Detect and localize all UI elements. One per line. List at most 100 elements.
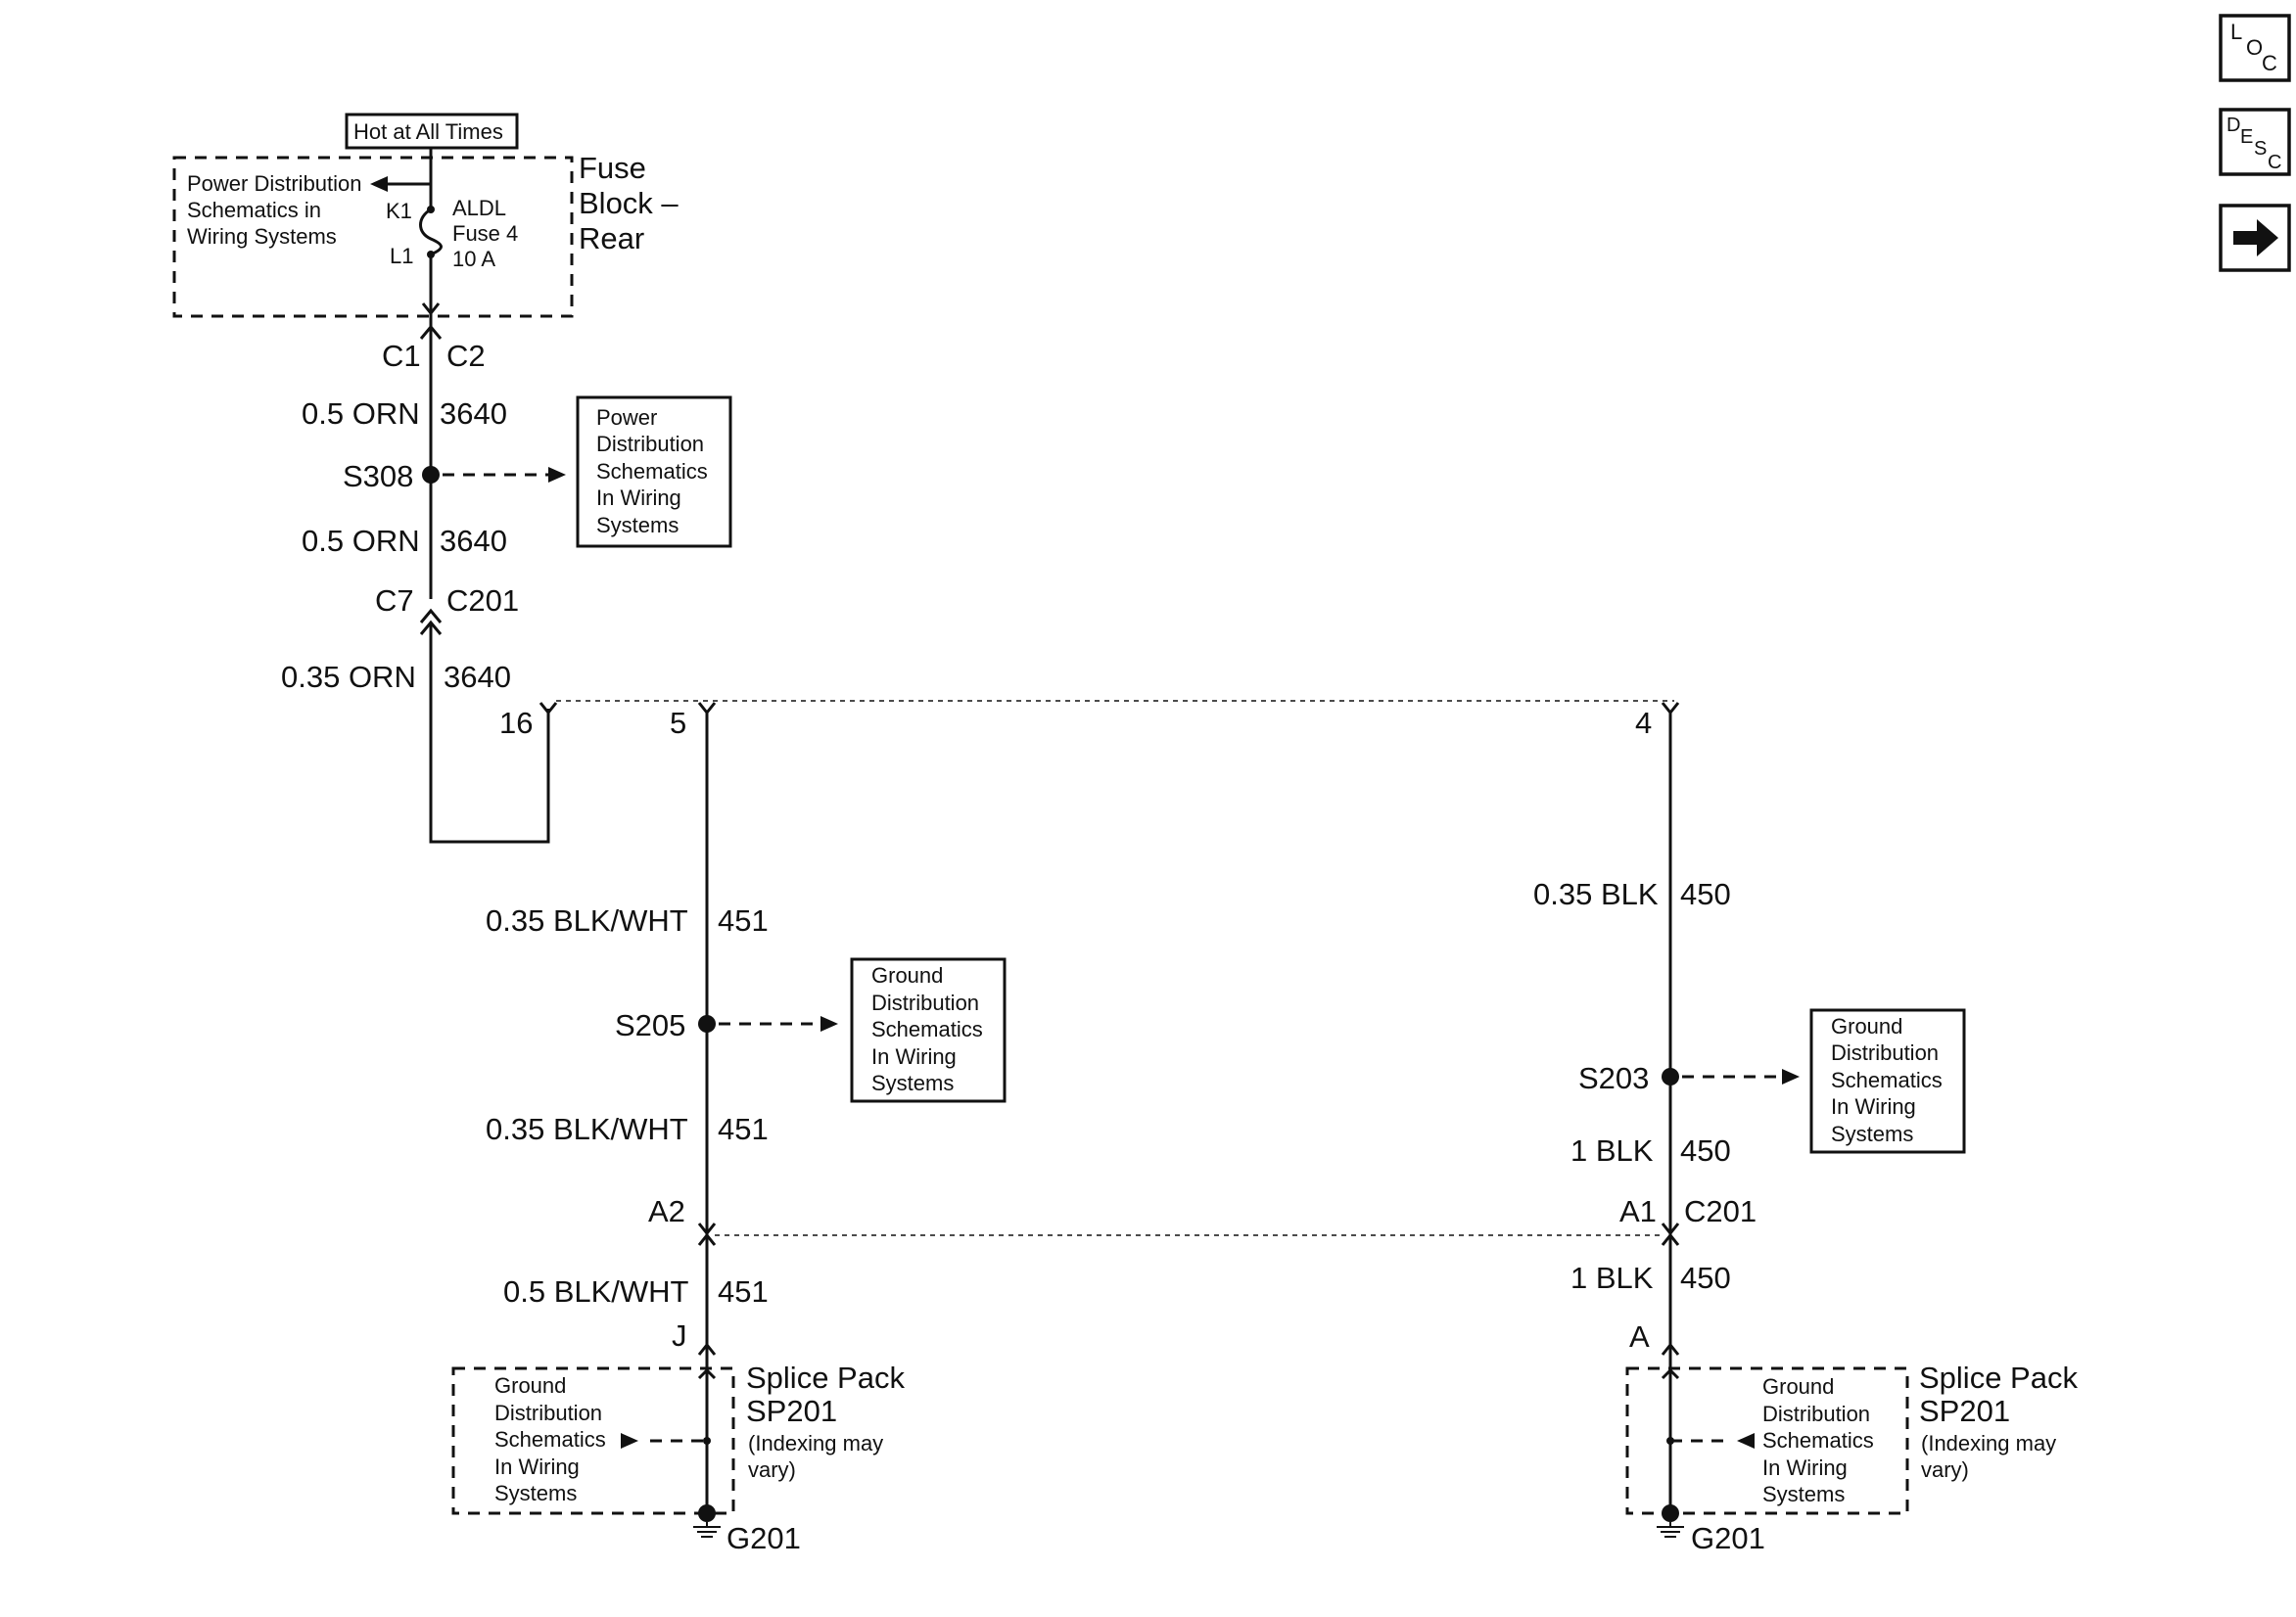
wire-w1-circuit: 3640	[440, 396, 507, 431]
desc-button-letter-c: C	[2268, 152, 2281, 173]
connector-a1-female-mark	[1661, 1232, 1680, 1246]
connector-c1-female-mark	[419, 324, 443, 340]
splice-pack-left-ref-line4: In Wiring	[494, 1455, 580, 1479]
power-ref-arrowhead	[370, 176, 388, 192]
splice-s308-dot	[422, 466, 440, 484]
pin5-label: 5	[670, 706, 686, 740]
splice-pack-right-title-line2: SP201	[1919, 1394, 2010, 1428]
wire-w8-circuit: 450	[1680, 1133, 1731, 1168]
ground-symbol-left-icon	[693, 1522, 721, 1538]
pin16-connector-mark	[539, 702, 558, 716]
ground-g201-left-label: G201	[726, 1521, 801, 1555]
connector-a2-female-mark	[697, 1232, 717, 1246]
arrow-right-icon	[2233, 219, 2278, 256]
ground-s205-ref-line2: Distribution	[871, 991, 979, 1015]
ground-s205-ref-line5: Systems	[871, 1071, 954, 1095]
pin4-connector-mark	[1661, 702, 1680, 716]
power-ref-line4: In Wiring	[596, 485, 681, 510]
desc-button-letter-e: E	[2240, 126, 2253, 148]
ground-s205-ref-line1: Ground	[871, 963, 943, 988]
splice-pack-right-note-line2: vary)	[1921, 1457, 1969, 1482]
splice-pack-left-arrow-up	[697, 1367, 717, 1380]
ground-g201-right-dot	[1662, 1504, 1679, 1522]
ground-g201-right-label: G201	[1691, 1521, 1765, 1555]
splice-pack-right-note-line1: (Indexing may	[1921, 1431, 2056, 1455]
fuse-block-ref-line3: Wiring Systems	[187, 224, 337, 249]
splice-s205-ref-arrowhead	[820, 1016, 838, 1032]
fuse-block-title-line3: Rear	[579, 221, 644, 255]
wire-w4-size: 0.35 BLK/WHT	[486, 903, 688, 938]
splice-pack-right-ref-line5: Systems	[1762, 1482, 1845, 1506]
connector-c1-male-mark	[421, 302, 441, 316]
wire-w4-circuit: 451	[718, 903, 769, 938]
wire-w3-size: 0.35 ORN	[281, 660, 416, 694]
loc-button[interactable]: L O C	[2219, 14, 2291, 82]
wire-w8-size: 1 BLK	[1570, 1133, 1654, 1168]
connector-a-label: A	[1629, 1319, 1650, 1354]
splice-s203-ref-arrowhead	[1782, 1069, 1800, 1085]
splice-s308-ref-arrowhead	[548, 467, 566, 483]
wire-w6-circuit: 451	[718, 1274, 769, 1309]
splice-pack-right-arrow-up	[1661, 1367, 1680, 1380]
wire-w6-size: 0.5 BLK/WHT	[503, 1274, 689, 1309]
hot-at-all-times-label: Hot at All Times	[345, 113, 519, 150]
connector-j-label: J	[672, 1318, 687, 1353]
wire-w3-circuit: 3640	[444, 660, 511, 694]
splice-pack-left-node	[703, 1437, 711, 1445]
desc-button-letter-s: S	[2254, 138, 2267, 160]
splice-pack-left-ref-line2: Distribution	[494, 1401, 602, 1425]
splice-pack-left-outline	[451, 1366, 735, 1515]
desc-button-letter-d: D	[2226, 115, 2240, 136]
ground-distribution-ref-box-s205	[850, 957, 1007, 1103]
splice-s205-dot	[698, 1015, 716, 1033]
splice-pack-right-ref-line4: In Wiring	[1762, 1455, 1848, 1480]
ground-g201-left-dot	[698, 1504, 716, 1522]
splice-pack-left-ref-arrowhead	[621, 1433, 638, 1449]
wire-w7-circuit: 450	[1680, 877, 1731, 911]
splice-pack-left-ref-line5: Systems	[494, 1481, 577, 1505]
fuse-name-line3: 10 A	[452, 247, 495, 271]
splice-pack-left-note-line2: vary)	[748, 1457, 796, 1482]
loc-button-letter-c: C	[2262, 51, 2277, 75]
fuse-block-title-line2: Block –	[579, 186, 679, 220]
wire-w7-size: 0.35 BLK	[1533, 877, 1659, 911]
loc-button-letter-l: L	[2230, 20, 2242, 44]
splice-pack-left-ref-line1: Ground	[494, 1373, 566, 1398]
ground-distribution-ref-box-s203	[1809, 1008, 1966, 1154]
splice-pack-right-ref-line1: Ground	[1762, 1374, 1834, 1399]
connector-a1-label: A1	[1619, 1194, 1657, 1228]
splice-pack-right-ref-arrowhead	[1737, 1433, 1755, 1449]
connector-c7-male-mark	[419, 608, 443, 624]
pin5-connector-mark	[697, 702, 717, 716]
wire-w2-circuit: 3640	[440, 524, 507, 558]
fuse-block-ref-line1: Power Distribution	[187, 171, 362, 196]
wire-w1-size: 0.5 ORN	[302, 396, 420, 431]
splice-pack-left-title-line1: Splice Pack	[746, 1361, 905, 1395]
connector-a-mark	[1661, 1342, 1680, 1356]
splice-s203-label: S203	[1578, 1061, 1649, 1095]
connector-c1-label: C1	[382, 339, 421, 373]
fuse-pin-l1-label: L1	[390, 244, 413, 268]
next-page-button[interactable]	[2219, 204, 2291, 272]
connector-a2-label: A2	[648, 1194, 685, 1228]
ground-s205-ref-line3: Schematics	[871, 1017, 983, 1041]
ground-s205-ref-line4: In Wiring	[871, 1044, 957, 1069]
power-ref-line1: Power	[596, 405, 657, 430]
splice-pack-left-title-line2: SP201	[746, 1394, 837, 1428]
pin4-label: 4	[1635, 706, 1652, 740]
wire-3640-loop	[429, 623, 550, 844]
ground-symbol-right-icon	[1657, 1522, 1684, 1538]
fuse-block-outline	[172, 156, 574, 318]
wire-w5-size: 0.35 BLK/WHT	[486, 1112, 688, 1146]
splice-s308-label: S308	[343, 459, 413, 493]
connector-j-mark	[697, 1342, 717, 1356]
connector-c201-bottom-label: C201	[1684, 1194, 1757, 1228]
pin16-label: 16	[499, 706, 533, 740]
wire-w9-size: 1 BLK	[1570, 1261, 1654, 1295]
hot-at-all-times-text: Hot at All Times	[353, 119, 503, 144]
fuse-element	[419, 208, 443, 256]
power-distribution-ref-box	[576, 395, 732, 548]
desc-button[interactable]: D E S C	[2219, 108, 2291, 176]
splice-s203-dot	[1662, 1068, 1679, 1086]
